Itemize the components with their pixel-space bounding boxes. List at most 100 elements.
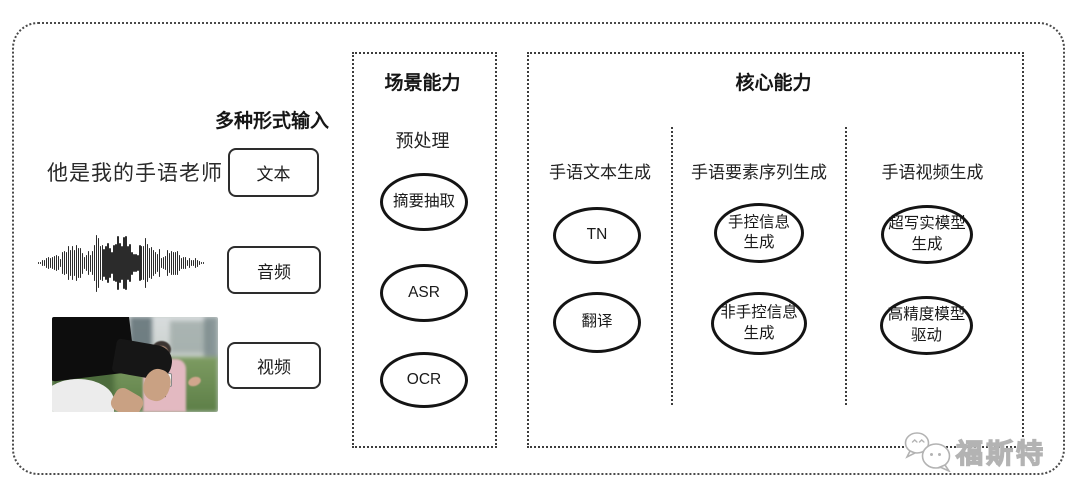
waveform-bar <box>79 248 81 278</box>
waveform-bar <box>180 257 183 269</box>
watermark-text: 福斯特 <box>955 438 1046 469</box>
column-divider <box>845 127 847 405</box>
waveform-bar <box>39 262 42 264</box>
waveform-bar <box>63 251 66 275</box>
waveform-bar <box>91 250 93 276</box>
waveform-bar <box>61 252 64 274</box>
waveform-bar <box>113 245 115 281</box>
core-capability-title: 核心能力 <box>735 73 812 94</box>
waveform-bar <box>43 259 46 267</box>
preprocess-label: 预处理 <box>395 131 450 151</box>
column-divider <box>671 127 673 405</box>
waveform-bar <box>141 246 143 280</box>
waveform-bar <box>149 247 151 279</box>
waveform-bar <box>196 259 199 267</box>
waveform-bar <box>166 249 169 277</box>
waveform-bar <box>198 261 201 265</box>
waveform-bar <box>127 246 129 280</box>
waveform-bar <box>155 251 157 275</box>
waveform-bar <box>111 251 113 275</box>
node-tn: TN <box>553 207 641 264</box>
waveform-bar <box>73 250 76 276</box>
waveform-bar <box>77 248 79 278</box>
node-translation: 翻译 <box>553 292 641 353</box>
waveform-bar <box>109 247 111 279</box>
photo-building <box>204 317 218 359</box>
waveform-bar <box>99 246 101 280</box>
waveform-bar <box>55 254 58 272</box>
waveform-bar <box>107 243 109 283</box>
node-manual-info-generation: 手控信息 生成 <box>714 203 804 263</box>
waveform-bar <box>69 249 72 277</box>
audio-input-label: 音频 <box>257 262 291 282</box>
node-hyperrealistic-model-generation: 超写实模型 生成 <box>881 205 973 264</box>
wechat-logo-icon <box>904 432 951 472</box>
waveform-bar <box>190 259 193 267</box>
waveform-bar <box>131 251 133 275</box>
node-summary-extraction: 摘要抽取 <box>380 173 468 231</box>
node-asr: ASR <box>380 264 468 322</box>
waveform-bar <box>67 245 70 281</box>
waveform-bar <box>53 256 56 270</box>
waveform-bar <box>176 250 179 276</box>
node-high-precision-model-drive: 高精度模型 驱动 <box>880 296 973 355</box>
column-label-sign-element-sequence-generation: 手语要素序列生成 <box>691 163 827 182</box>
waveform-bar <box>202 262 204 264</box>
waveform-bar <box>65 252 68 274</box>
core-capability-box <box>527 52 1024 448</box>
audio-input-box: 音频 <box>227 246 321 294</box>
waveform-bar <box>143 246 145 280</box>
waveform-bar <box>174 251 177 275</box>
node-non-manual-info-generation: 非手控信息 生成 <box>711 292 807 355</box>
waveform-bar <box>159 249 161 277</box>
waveform-bar <box>85 254 87 272</box>
waveform-bar <box>182 257 185 269</box>
waveform-bar <box>115 244 117 282</box>
waveform-bar <box>133 253 135 273</box>
waveform-bar <box>47 256 50 270</box>
waveform-bar <box>75 244 77 282</box>
waveform-bar <box>161 258 163 268</box>
waveform-bar <box>95 234 97 292</box>
waveform-bar <box>38 262 40 264</box>
waveform-bar <box>184 256 187 270</box>
waveform-bar <box>129 243 131 283</box>
text-input-label: 文本 <box>256 165 291 184</box>
waveform-bar <box>97 238 99 288</box>
scene-capability-title: 场景能力 <box>384 73 461 94</box>
waveform-bar <box>101 244 103 282</box>
waveform-bar <box>153 250 155 276</box>
video-input-box: 视频 <box>227 342 321 389</box>
waveform-bar <box>119 242 121 284</box>
audio-waveform-icon <box>38 230 206 296</box>
waveform-bar <box>192 260 195 266</box>
waveform-bar <box>121 246 123 280</box>
column-label-sign-text-generation: 手语文本生成 <box>549 163 651 182</box>
waveform-bar <box>123 236 125 290</box>
waveform-bar <box>57 256 60 270</box>
waveform-bar <box>117 236 119 290</box>
scene-capability-box <box>352 52 497 448</box>
waveform-bar <box>194 257 197 269</box>
waveform-bar <box>147 243 149 283</box>
watermark: 福斯特 <box>900 430 1046 472</box>
waveform-bar <box>172 251 175 275</box>
waveform-bar <box>59 258 62 268</box>
waveform-bar <box>186 260 189 266</box>
input-section-heading: 多种形式输入 <box>215 111 330 132</box>
waveform-bar <box>71 246 74 280</box>
waveform-bar <box>137 255 139 271</box>
waveform-bar <box>41 260 44 266</box>
waveform-bar <box>168 252 171 274</box>
waveform-bar <box>163 257 165 269</box>
diagram-outer-frame <box>12 22 1065 475</box>
waveform-bar <box>81 252 83 274</box>
waveform-bar <box>87 250 89 276</box>
waveform-bar <box>89 254 91 272</box>
waveform-bar <box>93 245 95 281</box>
input-sample-text: 他是我的手语老师 <box>47 162 223 185</box>
waveform-bar <box>151 247 153 279</box>
waveform-bar <box>165 256 167 270</box>
waveform-bar <box>125 235 127 291</box>
